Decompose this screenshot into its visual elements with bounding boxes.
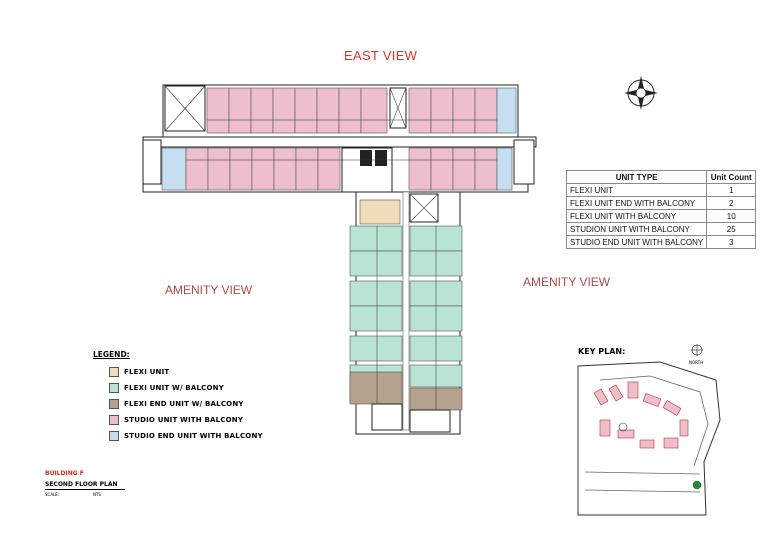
legend-item-studio: STUDIO UNIT WITH BALCONY: [109, 412, 263, 428]
legend-swatch: [109, 399, 119, 409]
unit-count-cell: 2: [706, 196, 757, 210]
header-unit-count: Unit Count: [706, 170, 757, 184]
amenity-view-right-label: AMENITY VIEW: [523, 275, 611, 289]
unit-type-cell: FLEXI UNIT WITH BALCONY: [565, 209, 708, 223]
legend-swatch: [109, 415, 119, 425]
building-label: BUILDING F: [45, 470, 84, 477]
legend-label: FLEXI END UNIT W/ BALCONY: [124, 400, 244, 408]
legend-label: FLEXI UNIT: [124, 368, 170, 376]
south-studio-units: [185, 147, 498, 191]
key-plan-map: [577, 361, 721, 516]
unit-type-cell: FLEXI UNIT: [565, 183, 708, 197]
north-label: NORTH: [689, 360, 704, 365]
title-underline: [45, 489, 125, 490]
legend-item-flexi-end: FLEXI END UNIT W/ BALCONY: [109, 396, 263, 412]
legend-title: LEGEND:: [93, 350, 130, 359]
table-row: STUDION UNIT WITH BALCONY 25: [565, 222, 757, 236]
legend-item-flexi-unit: FLEXI UNIT: [109, 364, 263, 380]
table-header-row: UNIT TYPE Unit Count: [565, 170, 757, 184]
legend-swatch: [109, 431, 119, 441]
unit-type-cell: FLEXI UNIT END WITH BALCONY: [565, 196, 708, 210]
unit-count-cell: 1: [706, 183, 757, 197]
stair-east: [513, 139, 535, 185]
legend-label: FLEXI UNIT W/ BALCONY: [124, 384, 224, 392]
legend-item-flexi-balcony: FLEXI UNIT W/ BALCONY: [109, 380, 263, 396]
key-plan-title: KEY PLAN:: [578, 347, 626, 356]
legend-item-studio-end: STUDIO END UNIT WITH BALCONY: [109, 428, 263, 444]
north-end-unit: [496, 87, 517, 134]
table-row: STUDIO END UNIT WITH BALCONY 3: [565, 235, 757, 249]
amenity-view-left-label: AMENITY VIEW: [165, 283, 253, 297]
stair-south-east: [409, 409, 451, 433]
flexi-end-unit-west: [349, 371, 403, 405]
flexi-balcony-units-west: [349, 225, 403, 362]
unit-count-cell: 25: [706, 222, 757, 236]
flexi-unit: [359, 199, 401, 225]
interior-details: [186, 119, 497, 410]
legend-swatch: [109, 367, 119, 377]
unit-count-cell: 3: [706, 235, 757, 249]
vertical-corridor: [402, 191, 410, 431]
unit-type-cell: STUDIO END UNIT WITH BALCONY: [565, 235, 708, 249]
south-end-unit-left: [161, 147, 187, 191]
top-wing-corridor: [142, 136, 537, 148]
compass-icon: [624, 76, 658, 110]
key-plan-north-icon: [691, 344, 703, 356]
floor-plan-label: SECOND FLOOR PLAN: [45, 481, 118, 488]
south-end-unit-right: [496, 147, 513, 191]
legend-swatch: [109, 383, 119, 393]
east-view-title: EAST VIEW: [344, 48, 418, 63]
legend: LEGEND: FLEXI UNIT FLEXI UNIT W/ BALCONY…: [93, 350, 263, 444]
stair-south: [371, 403, 403, 431]
unit-type-table: UNIT TYPE Unit Count FLEXI UNIT 1 FLEXI …: [565, 170, 757, 249]
scale-label: SCALE:: [45, 492, 60, 497]
table-row: FLEXI UNIT 1: [565, 183, 757, 197]
legend-label: STUDIO UNIT WITH BALCONY: [124, 416, 244, 424]
header-unit-type: UNIT TYPE: [565, 170, 708, 184]
unit-count-cell: 10: [706, 209, 757, 223]
table-row: FLEXI UNIT WITH BALCONY 10: [565, 209, 757, 223]
legend-label: STUDIO END UNIT WITH BALCONY: [124, 432, 263, 440]
north-studio-units: [206, 87, 498, 134]
scale-value: NTS: [93, 492, 101, 497]
table-row: FLEXI UNIT END WITH BALCONY 2: [565, 196, 757, 210]
stair-west: [142, 139, 162, 185]
unit-type-cell: STUDION UNIT WITH BALCONY: [565, 222, 708, 236]
